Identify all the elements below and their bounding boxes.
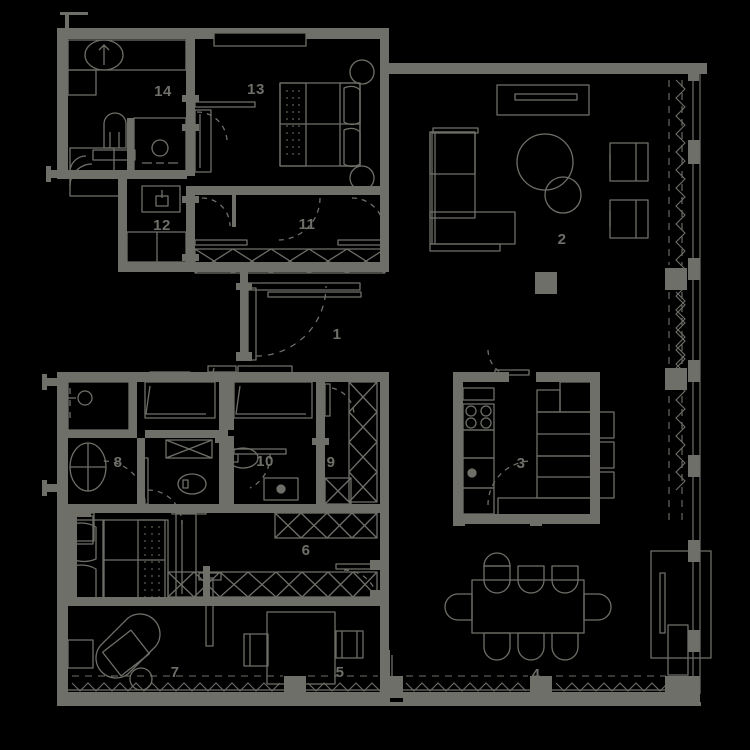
coffee-table-large (516, 133, 574, 191)
room-label-corridor-lower: 6 (302, 542, 311, 559)
room-label-dining-room: 4 (532, 666, 541, 683)
dining-chairs (444, 552, 612, 661)
room-label-bathroom-small: 12 (153, 217, 171, 234)
bar-stool-1 (591, 411, 615, 439)
room-label-bathroom-guest: 10 (256, 453, 274, 470)
wc-sink-mid (177, 473, 207, 495)
curtains-group (71, 79, 686, 692)
wardrobe-row-11 (194, 248, 386, 274)
structural-column (535, 272, 557, 294)
room-label-wardrobe-room: 9 (327, 454, 336, 471)
door-leaf-8 (142, 457, 149, 505)
nightstand-7-a (67, 515, 94, 545)
laundry-shelf (67, 69, 97, 96)
lounge-chair (95, 613, 161, 679)
kitchen-rail (462, 387, 495, 401)
room-label-bedroom-master: 7 (171, 664, 180, 681)
wardrobe-col-9 (348, 381, 378, 503)
bed-13-quilt (279, 82, 307, 167)
entry-door-leaf (247, 287, 257, 361)
wardrobe-row-6-top (274, 512, 378, 539)
room-label-laundry-bathroom: 14 (154, 83, 172, 100)
counter-mid (165, 439, 213, 459)
bed-7 (102, 519, 166, 606)
tv-console (496, 84, 590, 116)
vanity-upper (144, 381, 216, 419)
room-label-bedroom-second: 13 (247, 81, 265, 98)
bar-stool-2 (591, 441, 615, 469)
door-leaf-9 (324, 383, 331, 417)
desk-chair (243, 633, 269, 667)
room-label-study: 5 (336, 664, 345, 681)
furniture-group (67, 32, 712, 691)
pillow-13-a (343, 85, 361, 126)
vanity-12 (141, 185, 181, 213)
room-label-bathroom-main: 8 (114, 454, 123, 471)
cabinet-tall (667, 624, 689, 676)
visitor-chair (335, 630, 364, 659)
wardrobe-7 (175, 512, 197, 602)
kitchen-counter-b (462, 487, 495, 515)
entry-shelf (247, 282, 361, 291)
sink-cabinet (133, 117, 187, 174)
cooktop-burners (465, 405, 492, 429)
tv-screen (514, 93, 578, 101)
shelf-13 (194, 101, 256, 108)
desk-5 (266, 611, 336, 685)
sideboard (650, 550, 712, 659)
shower-tray (67, 381, 130, 431)
nightstand-7-b (67, 639, 94, 669)
nightstand-13-a (349, 59, 375, 85)
room-label-entry-hall: 1 (333, 326, 342, 343)
bed-7-quilt-dots (144, 526, 160, 600)
shower-drain (77, 390, 93, 406)
wardrobe-row-9 (324, 477, 352, 505)
pillow-13-b (343, 127, 361, 168)
chair-seat (101, 629, 151, 677)
wardrobe-13 (194, 109, 212, 173)
sink-10 (227, 447, 259, 469)
toilet-bowl (103, 112, 127, 149)
bed-7-headboard-side (69, 519, 105, 606)
sink-basin (151, 139, 169, 157)
entry-door-swing (255, 285, 327, 357)
pillow-7-b (71, 564, 97, 605)
laundry-counter (67, 39, 187, 71)
window-niche-13 (213, 32, 307, 47)
exit-arrow (386, 655, 398, 687)
tall-cabinet-5 (205, 577, 214, 647)
room-label-living-room: 2 (558, 231, 567, 248)
room-label-kitchen: 3 (517, 455, 526, 472)
pillow-7-a (71, 522, 97, 563)
room-label-corridor-upper: 11 (299, 216, 316, 233)
nightstand-13-b (349, 165, 375, 191)
lower-cabinets (497, 497, 593, 523)
coffee-table-small (544, 176, 582, 214)
side-table-7 (129, 667, 153, 691)
washing-machine (84, 39, 124, 71)
vanity-upper-2 (233, 381, 313, 419)
bed-13-quilt-dots (286, 90, 300, 160)
bed-7-quilt (137, 519, 169, 606)
toilet-10 (263, 477, 299, 501)
bar-stool-3 (591, 471, 615, 499)
window-glazing-group (62, 74, 701, 698)
